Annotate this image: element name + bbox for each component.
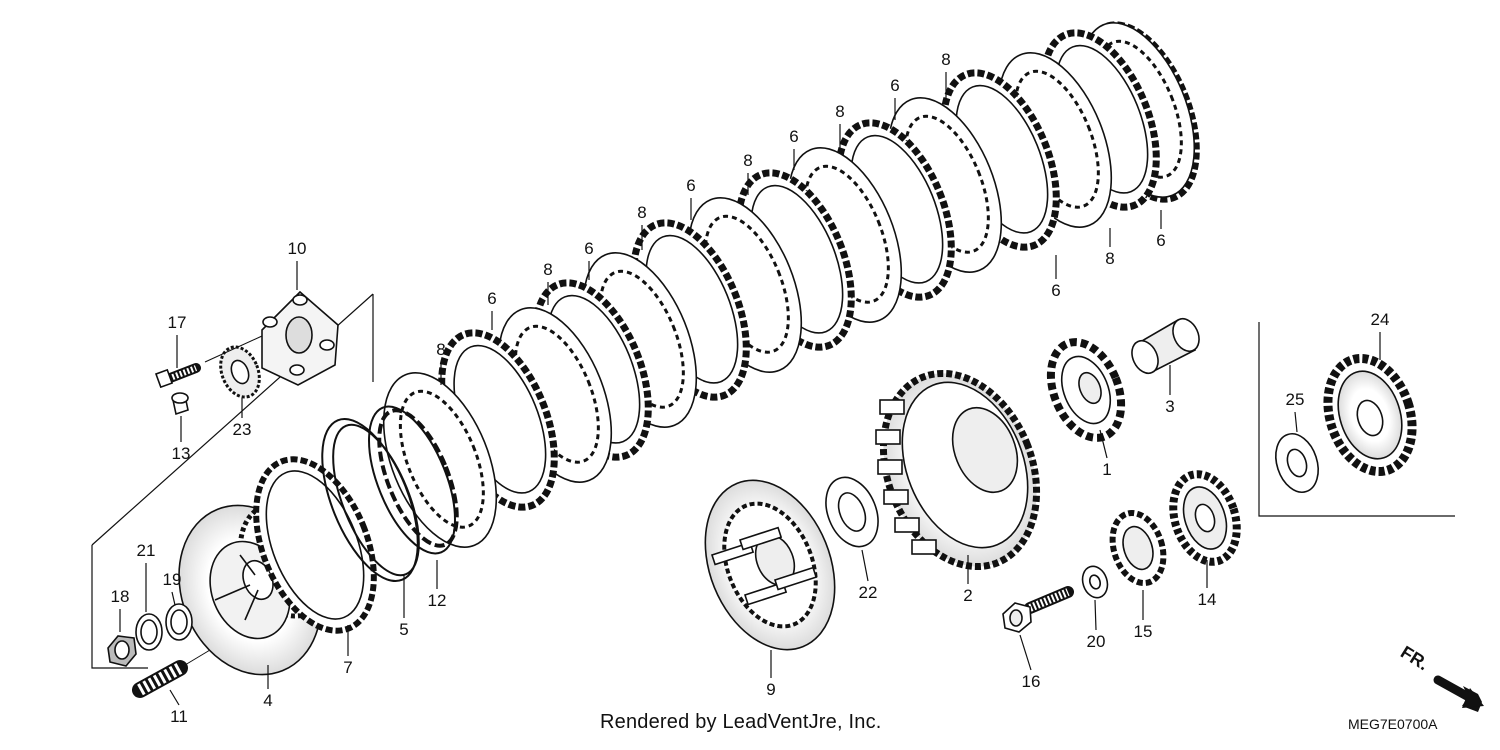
part-label-l25: 25: [1285, 390, 1305, 409]
leader-line: [1094, 599, 1097, 631]
part-label-l8c: 8: [637, 203, 647, 222]
part-label-l18: 18: [110, 587, 130, 606]
render-credit: Rendered by LeadVentJre, Inc.: [600, 711, 882, 733]
sprocket-part-1: [1046, 338, 1126, 442]
part-label-l5: 5: [399, 620, 409, 639]
leader-line: [169, 689, 180, 706]
collar-part-3: [1131, 317, 1200, 375]
part-label-l7: 7: [343, 658, 353, 677]
part-label-l11: 11: [170, 707, 188, 726]
part-label-l8b: 8: [543, 260, 553, 279]
washer-part-25: [1275, 433, 1319, 493]
part-label-l15: 15: [1133, 622, 1153, 641]
part-label-l6c: 6: [686, 176, 696, 195]
judder-plate-part-7: [253, 456, 377, 634]
part-label-l8f: 8: [941, 50, 951, 69]
leader-lines: [119, 72, 1381, 706]
part-label-l6g: 6: [1156, 231, 1166, 250]
part-label-l13: 13: [171, 444, 191, 463]
part-label-l16: 16: [1021, 672, 1041, 691]
part-label-l3: 3: [1165, 397, 1175, 416]
gear-part-24: [1323, 353, 1417, 477]
part-label-l8g: 8: [1105, 249, 1115, 268]
small-parts-group: [154, 290, 339, 416]
part-label-l6f: 6: [1051, 281, 1061, 300]
part-label-l1: 1: [1102, 460, 1112, 479]
part-label-l24: 24: [1370, 310, 1390, 329]
part-label-l19: 19: [162, 570, 182, 589]
part-label-l6b: 6: [584, 239, 594, 258]
part-label-l12: 12: [427, 591, 447, 610]
gear-part-14: [1169, 470, 1241, 566]
part-label-l6a: 6: [487, 289, 497, 308]
pressure-plate-part-9: [704, 479, 836, 651]
part-label-l8d: 8: [743, 151, 753, 170]
leader-line: [861, 549, 869, 582]
part-label-l8e: 8: [835, 102, 845, 121]
part-label-l22: 22: [858, 583, 878, 602]
clutch-plate-stack: [382, 21, 1200, 548]
part-label-l20: 20: [1086, 632, 1106, 651]
leader-line: [1019, 634, 1032, 671]
nut-washer-group: [107, 603, 211, 698]
sprocket-part-15: [1109, 509, 1167, 587]
clutch-center-part-2: [875, 369, 1041, 571]
bolt-part-16: [1002, 586, 1074, 633]
washer-part-22: [825, 476, 879, 548]
diagram-code: MEG7E0700A: [1348, 716, 1438, 732]
part-label-l10: 10: [287, 239, 307, 258]
leader-line: [171, 591, 176, 606]
leader-line: [1099, 429, 1108, 459]
part-label-l6d: 6: [789, 127, 799, 146]
part-label-l17: 17: [167, 313, 187, 332]
part-label-l14: 14: [1197, 590, 1217, 609]
part-label-l4: 4: [263, 691, 273, 710]
part-label-l2: 2: [963, 586, 973, 605]
washer-part-20: [1081, 565, 1109, 599]
part-label-l8a: 8: [436, 340, 446, 359]
part-label-l21: 21: [136, 541, 156, 560]
part-label-l9: 9: [766, 680, 776, 699]
part-label-l23: 23: [232, 420, 252, 439]
fr-arrow-icon: [1433, 675, 1484, 712]
rings-part-5-12: [321, 405, 459, 582]
leader-line: [1294, 411, 1298, 433]
part-label-l6e: 6: [890, 76, 900, 95]
